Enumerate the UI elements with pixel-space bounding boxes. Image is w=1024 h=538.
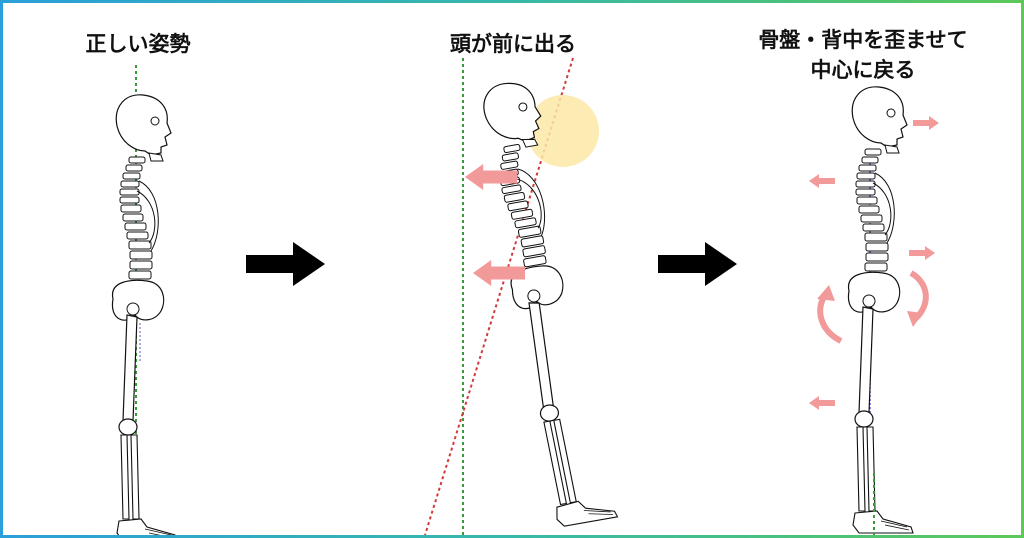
head-highlight — [527, 95, 599, 167]
body-line-red-2 — [424, 57, 574, 535]
title-compensation-line1: 骨盤・背中を歪ませて — [758, 28, 968, 52]
title-head-forward: 頭が前に出る — [450, 32, 576, 56]
arrow-head-forward — [913, 116, 939, 130]
skeleton-correct — [111, 94, 178, 535]
skeleton-compensated — [847, 86, 914, 534]
arrow-upper-back-backward — [809, 174, 835, 188]
panel-head-forward — [424, 57, 619, 535]
arrow-knee-backward — [809, 396, 835, 410]
title-compensation: 骨盤・背中を歪ませて 中心に戻る — [733, 25, 993, 85]
title-compensation-line2: 中心に戻る — [810, 58, 916, 82]
transition-arrow-2 — [658, 242, 737, 286]
rotation-arrow-left — [817, 293, 843, 344]
panel-compensation — [809, 86, 939, 535]
panel-correct-posture — [111, 65, 178, 535]
arrow-lower-back-forward — [909, 246, 935, 260]
transition-arrow-1 — [246, 242, 325, 286]
diagram-canvas: 正しい姿勢 頭が前に出る 骨盤・背中を歪ませて 中心に戻る — [3, 3, 1021, 535]
title-correct-posture: 正しい姿勢 — [85, 32, 191, 56]
diagram-svg — [111, 57, 939, 535]
